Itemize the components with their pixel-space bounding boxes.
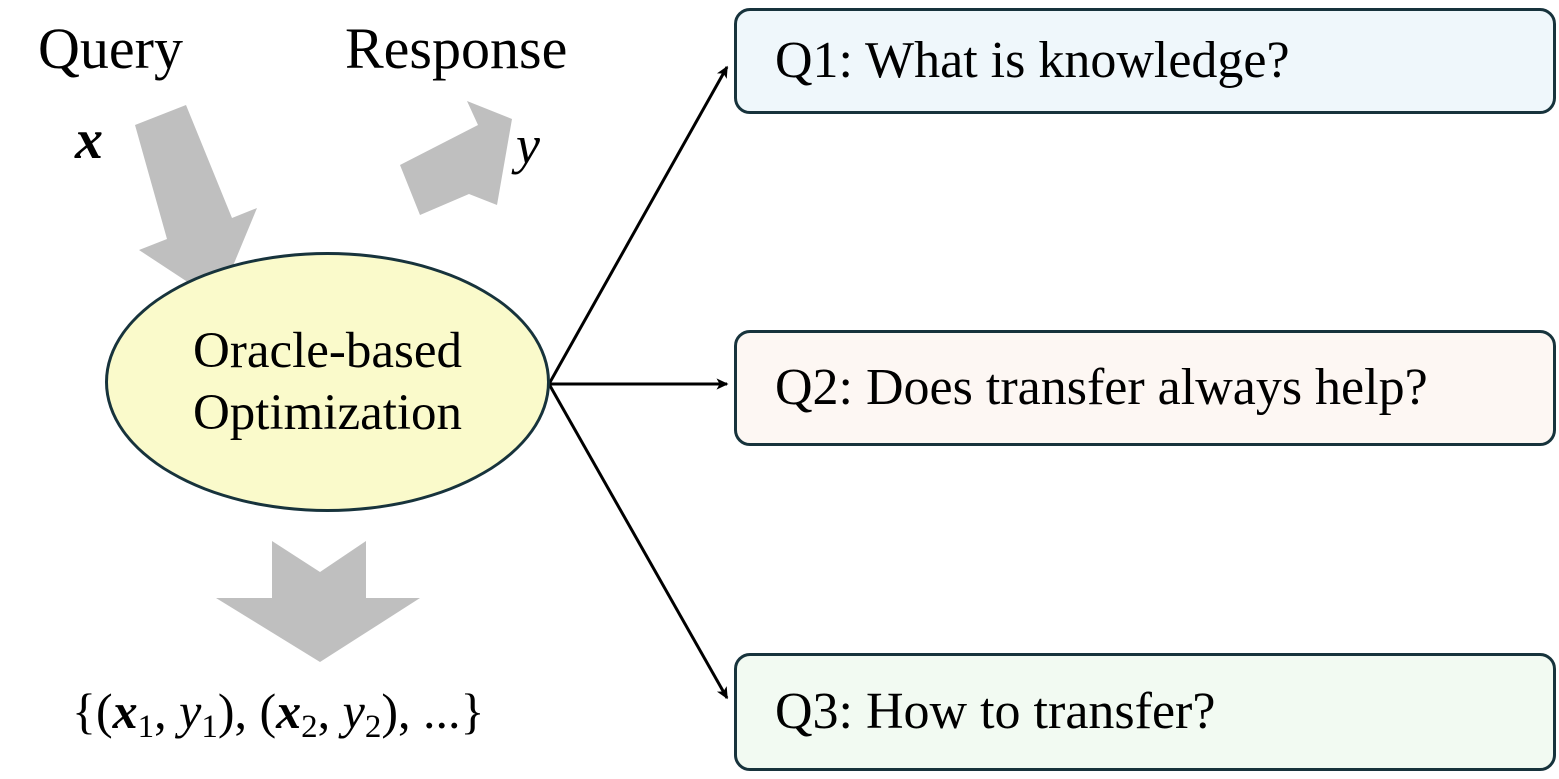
- dataset-ellipsis: ...: [423, 683, 461, 739]
- question-text-q1: Q1: What is knowledge?: [775, 32, 1290, 90]
- question-text-q2: Q2: Does transfer always help?: [775, 359, 1428, 417]
- query-label: Query: [38, 16, 183, 81]
- dataset-pair2-open: (: [259, 683, 277, 739]
- dataset-pair1-y-subscript: 1: [201, 709, 218, 746]
- node-line-1: Oracle-based: [193, 322, 462, 379]
- dataset-pair2-close: ),: [381, 683, 424, 739]
- oracle-based-optimization-node[interactable]: Oracle-based Optimization: [105, 252, 550, 512]
- dataset-pair1-separator: ,: [154, 683, 180, 739]
- connector-to-q1: [547, 65, 729, 385]
- dataset-pair1-open: (: [96, 683, 113, 739]
- dataset-open-brace: {: [72, 683, 96, 739]
- response-symbol-label: y: [516, 115, 540, 175]
- dataset-pair2-x-subscript: 2: [301, 709, 318, 746]
- dataset-close-brace: }: [460, 683, 485, 739]
- dataset-pair2-separator: ,: [317, 683, 343, 739]
- response-label: Response: [345, 16, 568, 81]
- dataset-pair1-y: y: [179, 683, 202, 739]
- dataset-pair1-x: x: [112, 683, 138, 739]
- question-text-q3: Q3: How to transfer?: [775, 683, 1216, 741]
- node-line-2: Optimization: [192, 385, 463, 441]
- dataset-notation: {(x1, y1), (x2, y2), ...}: [72, 686, 485, 744]
- dataset-pair1-x-subscript: 1: [137, 709, 155, 746]
- query-block-arrow-icon: [135, 105, 257, 302]
- query-symbol-label: x: [75, 109, 103, 171]
- dataset-pair2-x: x: [276, 683, 302, 739]
- dataset-pair2-y-subscript: 2: [364, 709, 382, 746]
- connector-to-q3: [547, 383, 729, 700]
- question-box-q1[interactable]: Q1: What is knowledge?: [734, 8, 1556, 114]
- question-box-q2[interactable]: Q2: Does transfer always help?: [734, 330, 1556, 446]
- dataset-pair1-close: ),: [217, 683, 260, 739]
- dataset-pair2-y: y: [342, 683, 365, 739]
- question-box-q3[interactable]: Q3: How to transfer?: [734, 653, 1556, 771]
- response-block-arrow-icon: [400, 101, 512, 215]
- dataset-block-arrow-icon: [216, 541, 420, 662]
